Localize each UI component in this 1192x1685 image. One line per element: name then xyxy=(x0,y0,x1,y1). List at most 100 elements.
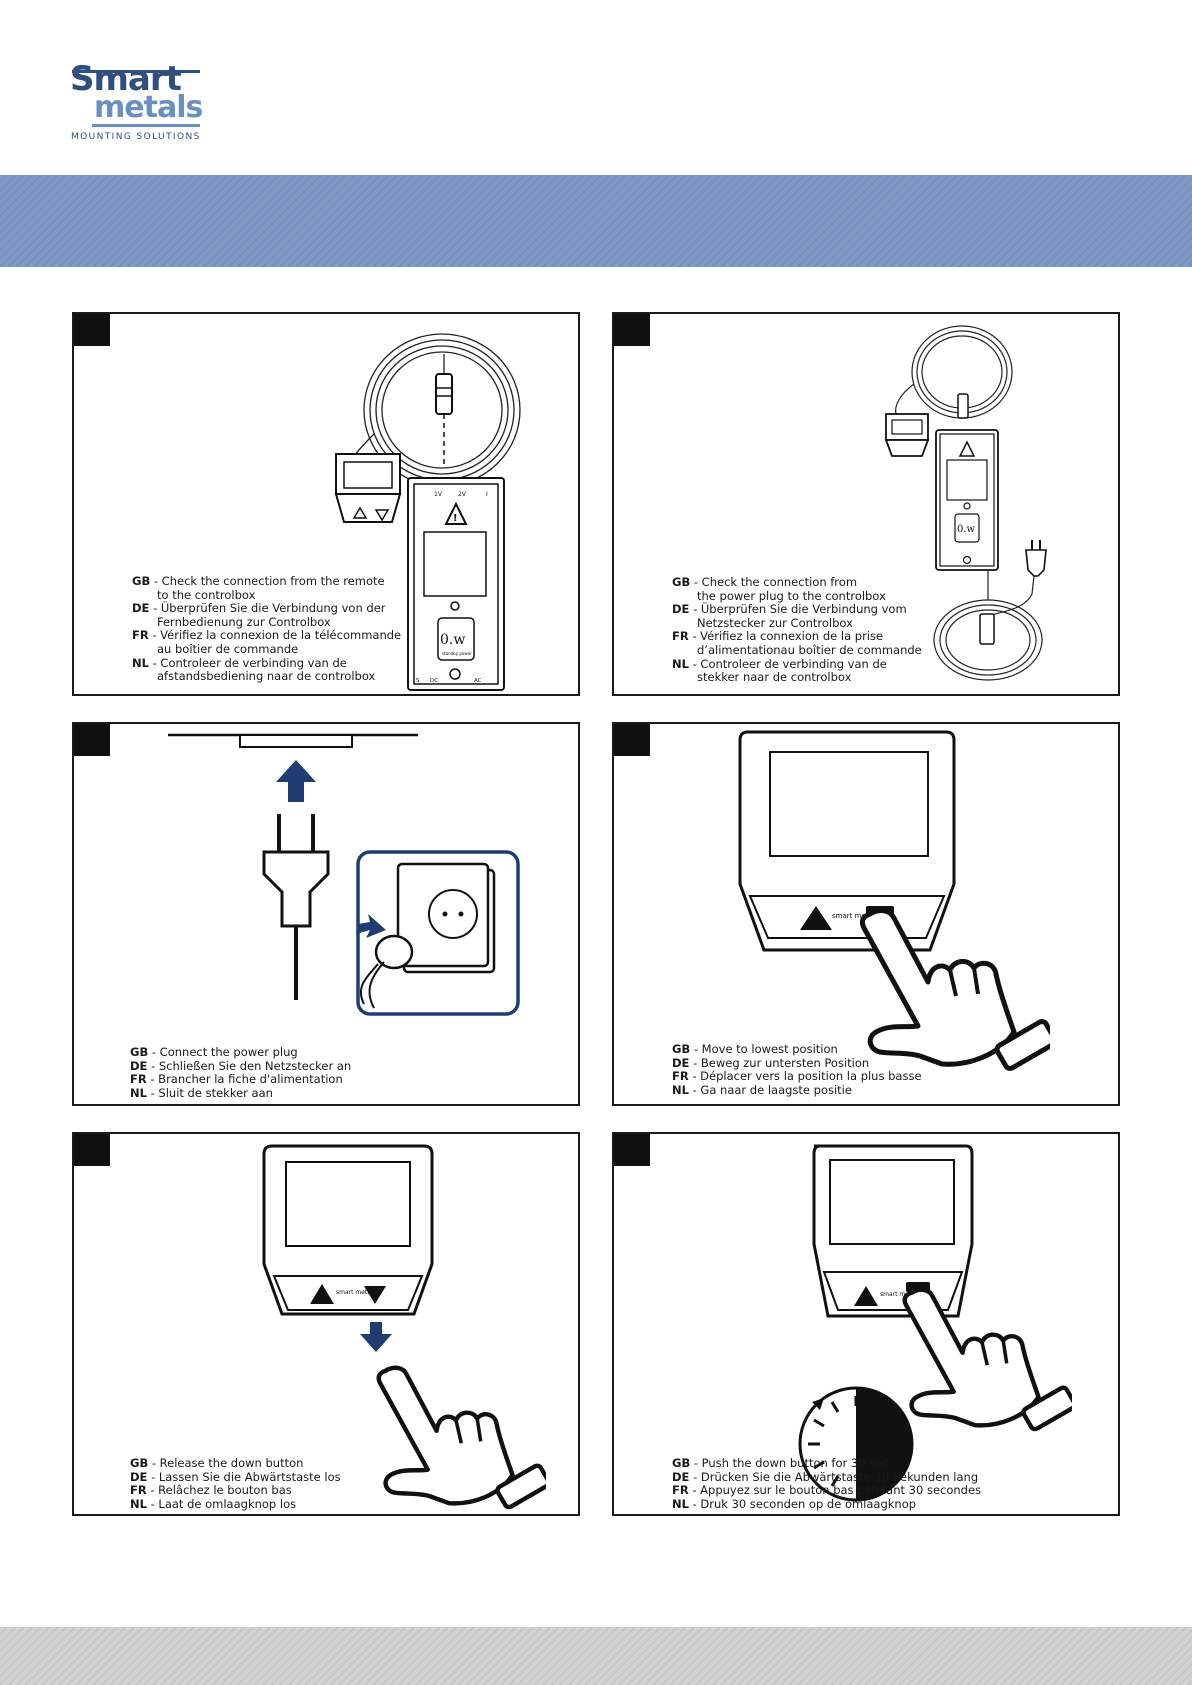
lang-code: FR xyxy=(132,628,149,643)
caption-line: Fernbedienung zur Controlbox xyxy=(157,614,331,629)
lang-code: DE xyxy=(672,1055,690,1070)
logo-rule-top xyxy=(72,70,200,73)
lang-code: DE xyxy=(130,1058,148,1073)
lang-code: NL xyxy=(130,1496,147,1511)
header-band xyxy=(0,175,1192,267)
step-panel-2: 0.w GB - Check the connection from the p… xyxy=(612,312,1120,696)
lang-code: FR xyxy=(130,1072,147,1087)
lang-code: GB xyxy=(672,1456,691,1470)
down-arrow-icon xyxy=(360,1322,392,1352)
lang-code: NL xyxy=(672,1496,689,1511)
caption-line: NL - Controleer de verbinding van de xyxy=(132,655,401,671)
lang-code: NL xyxy=(672,1082,689,1097)
port-label: 2V xyxy=(458,491,467,498)
standby-label: 0.w xyxy=(957,524,976,535)
caption-line: DE - Lassen Sie die Abwärtstaste los xyxy=(130,1469,341,1485)
caption-line: DE - Überprüfen Sie die Verbindung von d… xyxy=(132,601,401,616)
port-label: I xyxy=(486,491,488,498)
remote-release-illustration: smart metals xyxy=(262,1144,580,1516)
caption-line: GB - Check the connection from xyxy=(672,575,922,590)
step-number-tab xyxy=(614,724,650,756)
caption-text: - Connect the power plug xyxy=(151,1045,298,1059)
step-number-tab xyxy=(74,1134,110,1166)
caption-text: - Ga naar de laagste positie xyxy=(692,1082,852,1097)
caption-text: - Schließen Sie den Netzstecker an xyxy=(151,1058,352,1073)
port-label: AC xyxy=(474,678,482,684)
caption-text: - Druk 30 seconden op de omlaagknop xyxy=(692,1496,917,1511)
caption-line: GB - Push the down button for 30 sec xyxy=(672,1456,981,1471)
caption-line: NL - Sluit de stekker aan xyxy=(130,1085,351,1101)
lang-code: FR xyxy=(130,1483,147,1498)
port-label: DC xyxy=(430,678,438,684)
timer-clock-icon xyxy=(798,1386,914,1502)
caption-line: afstandsbediening naar de controlbox xyxy=(157,669,376,684)
footer-band xyxy=(0,1627,1192,1685)
caption-line: NL - Ga naar de laagste positie xyxy=(672,1082,922,1098)
caption-text: - Check the connection from the remote xyxy=(153,574,385,588)
step-caption: GB - Check the connection from the power… xyxy=(672,575,922,685)
step-number-tab xyxy=(614,314,650,346)
caption-line: GB - Move to lowest position xyxy=(672,1042,922,1057)
caption-text: - Controleer de verbinding van de xyxy=(692,656,887,671)
lang-code: NL xyxy=(130,1085,147,1100)
step-panel-5: smart metals GB - Release the down butto… xyxy=(72,1132,580,1516)
caption-line: DE - Schließen Sie den Netzstecker an xyxy=(130,1058,352,1074)
port-label: 1V xyxy=(434,491,443,498)
lang-code: GB xyxy=(130,1456,149,1470)
step-number-tab xyxy=(614,1134,650,1166)
step-panel-6: smart metals GB - Push the down button f… xyxy=(612,1132,1120,1516)
logo-word-smart: Smart xyxy=(70,59,182,99)
caption-line: FR - Appuyez sur le bouton bas pendant 3… xyxy=(672,1483,982,1498)
caption-line: FR - Brancher la fiche d'alimentation xyxy=(130,1072,351,1087)
step-number-tab xyxy=(74,724,110,756)
caption-line: GB - Release the down button xyxy=(130,1456,341,1471)
lang-code: DE xyxy=(672,602,690,617)
remote-brand: smart metals xyxy=(880,1291,920,1298)
lang-code: FR xyxy=(672,629,689,644)
remote-press-illustration: smart metals xyxy=(738,730,1120,1106)
lang-code: DE xyxy=(672,1469,690,1484)
remote-hold-timer-illustration: smart metals xyxy=(798,1144,1120,1502)
lang-code: NL xyxy=(132,655,149,670)
caption-line: to the controlbox xyxy=(157,587,256,602)
caption-text: - Sluit de stekker aan xyxy=(150,1085,273,1100)
caption-text: - Drücken Sie die Abwärtstaste 30 Sekund… xyxy=(693,1469,979,1484)
caption-text: - Lassen Sie die Abwärtstaste los xyxy=(151,1469,341,1484)
caption-line: d’alimentationau boîtier de commande xyxy=(697,642,922,657)
smartmetals-logo: Smart metals MOUNTING SOLUTIONS xyxy=(70,62,205,144)
caption-text: - Release the down button xyxy=(151,1456,304,1470)
caption-text: - Move to lowest position xyxy=(693,1042,838,1056)
up-arrow-icon xyxy=(276,760,316,802)
caption-text: - Überprüfen Sie die Verbindung von der xyxy=(153,601,386,616)
lang-code: DE xyxy=(132,601,150,616)
caption-line: stekker naar de controlbox xyxy=(697,670,852,685)
lang-code: FR xyxy=(672,1483,689,1498)
caption-text: - Relâchez le bouton bas xyxy=(150,1483,292,1498)
lang-code: GB xyxy=(672,575,691,589)
lang-code: GB xyxy=(132,574,151,588)
caption-line: FR - Relâchez le bouton bas xyxy=(130,1483,341,1498)
controlbox-remote-illustration: 1V 2V I ! 0.w standby power S DC AC xyxy=(334,333,521,691)
caption-text: - Beweg zur untersten Position xyxy=(693,1055,870,1070)
arrow-icon xyxy=(356,914,386,938)
caption-line: FR - Vérifiez la connexion de la télécom… xyxy=(132,629,401,643)
caption-text: - Controleer de verbinding van de xyxy=(152,655,347,670)
caption-line: Netzstecker zur Controlbox xyxy=(697,615,853,630)
step-caption: GB - Push the down button for 30 sec DE … xyxy=(672,1456,982,1511)
controlbox-powerplug-illustration: 0.w xyxy=(884,325,1047,681)
caption-line: FR - Vérifiez la connexion de la prise xyxy=(672,630,922,644)
logo-word-metals: metals xyxy=(94,90,203,125)
standby-label: 0.w xyxy=(440,632,465,648)
pointing-hand-icon xyxy=(379,1368,550,1509)
caption-text: - Appuyez sur le bouton bas pendant 30 s… xyxy=(692,1483,982,1498)
lang-code: NL xyxy=(672,656,689,671)
logo-tagline: MOUNTING SOLUTIONS xyxy=(71,132,201,142)
lang-code: FR xyxy=(672,1069,689,1084)
caption-text: - Brancher la fiche d'alimentation xyxy=(150,1072,343,1087)
pointing-hand-icon xyxy=(905,1290,1076,1431)
remote-brand: smart metals xyxy=(336,1289,376,1296)
caption-line: au boîtier de commande xyxy=(157,641,299,656)
plug-socket-illustration xyxy=(168,733,520,1016)
caption-line: FR - Déplacer vers la position la plus b… xyxy=(672,1069,922,1084)
step-caption: GB - Check the connection from the remot… xyxy=(132,574,401,684)
